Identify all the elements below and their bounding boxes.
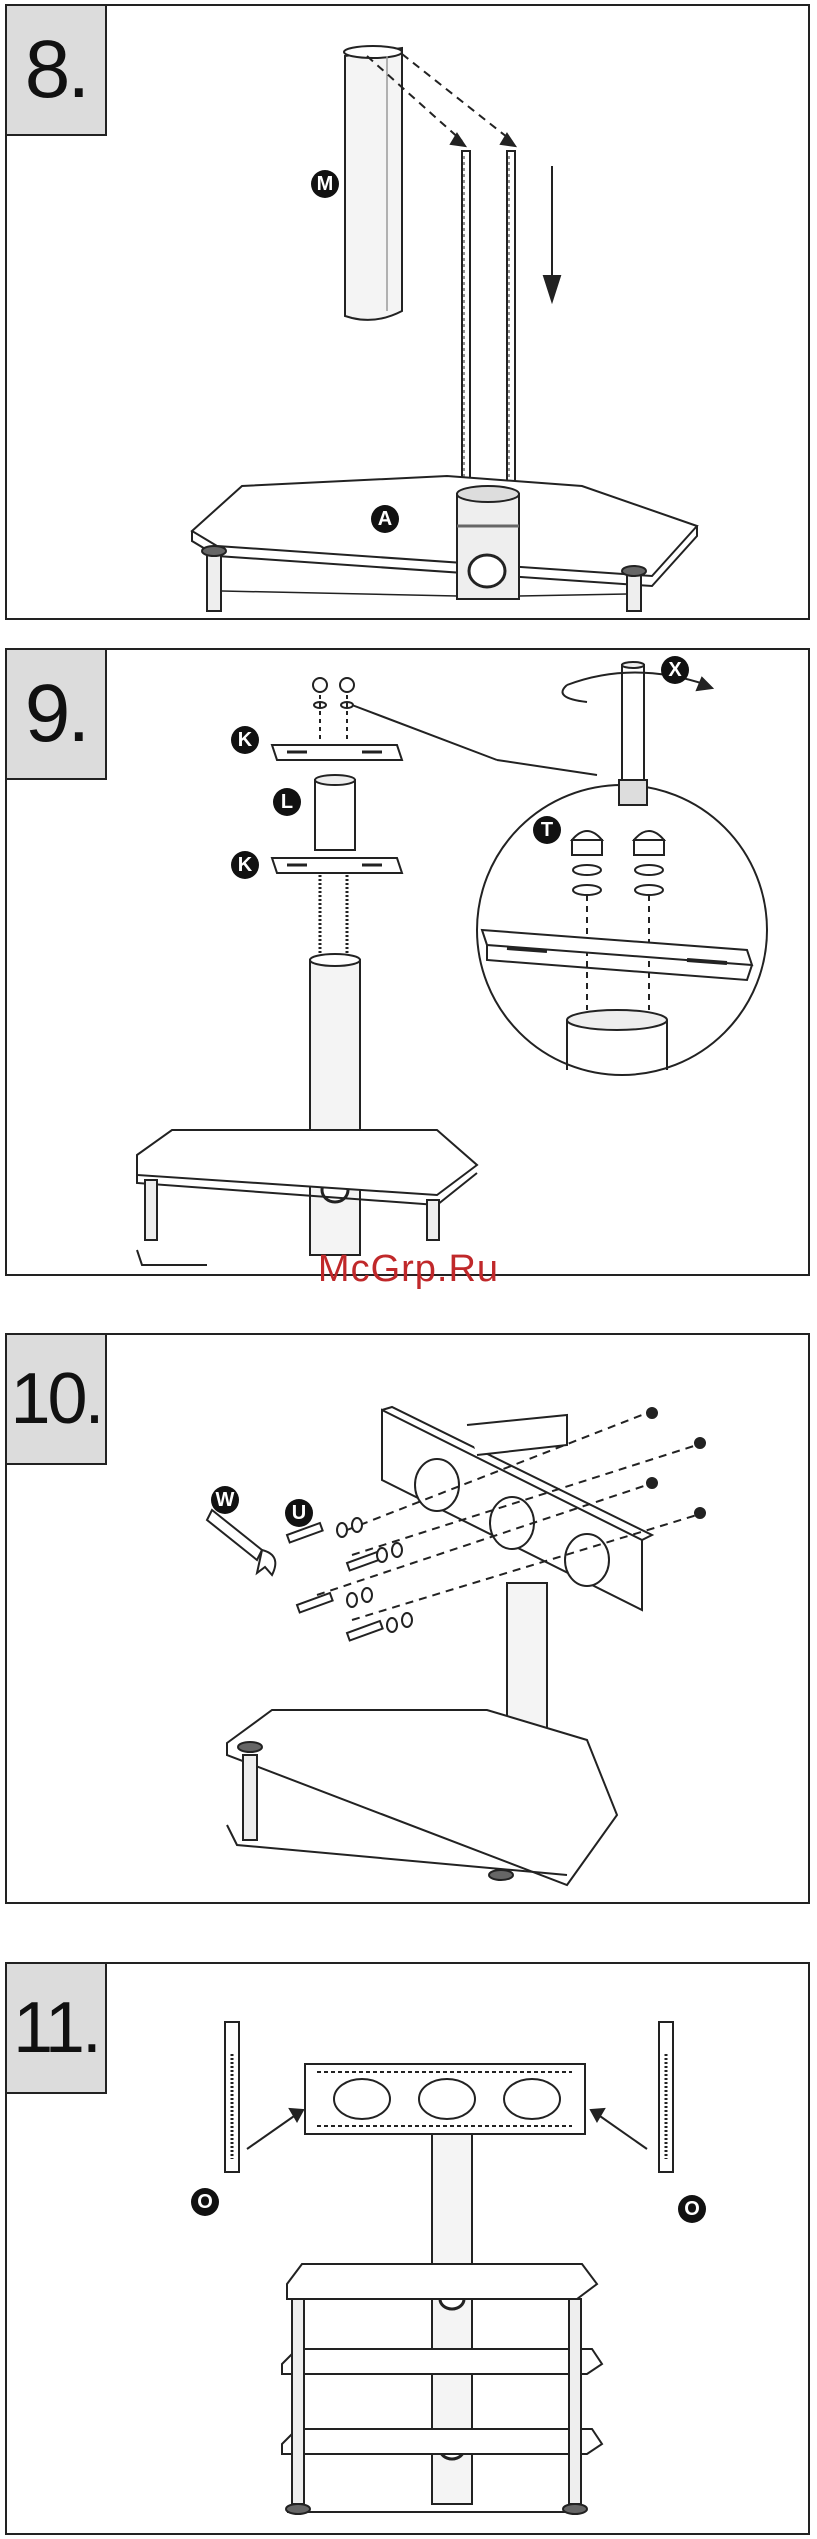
label-l: L — [281, 791, 293, 813]
step-10-panel: 10. — [5, 1333, 810, 1904]
step-9-panel: 9. — [5, 648, 810, 1276]
label-k-bottom: K — [238, 854, 253, 876]
watermark: McGrp.Ru — [0, 1248, 817, 1291]
step-11-panel: 11. — [5, 1962, 810, 2535]
label-u: U — [292, 1502, 306, 1524]
label-o-right: O — [684, 2198, 700, 2220]
label-k-top: K — [238, 729, 253, 751]
label-x: X — [668, 659, 682, 681]
label-o-left: O — [197, 2191, 213, 2213]
step-8-panel: 8. — [5, 4, 810, 620]
step-8-illustration: M A — [7, 6, 812, 622]
step-11-illustration: O O — [7, 1964, 812, 2537]
label-w: W — [216, 1489, 235, 1511]
label-a: A — [378, 508, 392, 530]
label-m: M — [317, 173, 334, 195]
label-t: T — [541, 819, 553, 841]
step-10-illustration: W U — [7, 1335, 812, 1906]
step-9-illustration: K L K T X — [7, 650, 812, 1278]
